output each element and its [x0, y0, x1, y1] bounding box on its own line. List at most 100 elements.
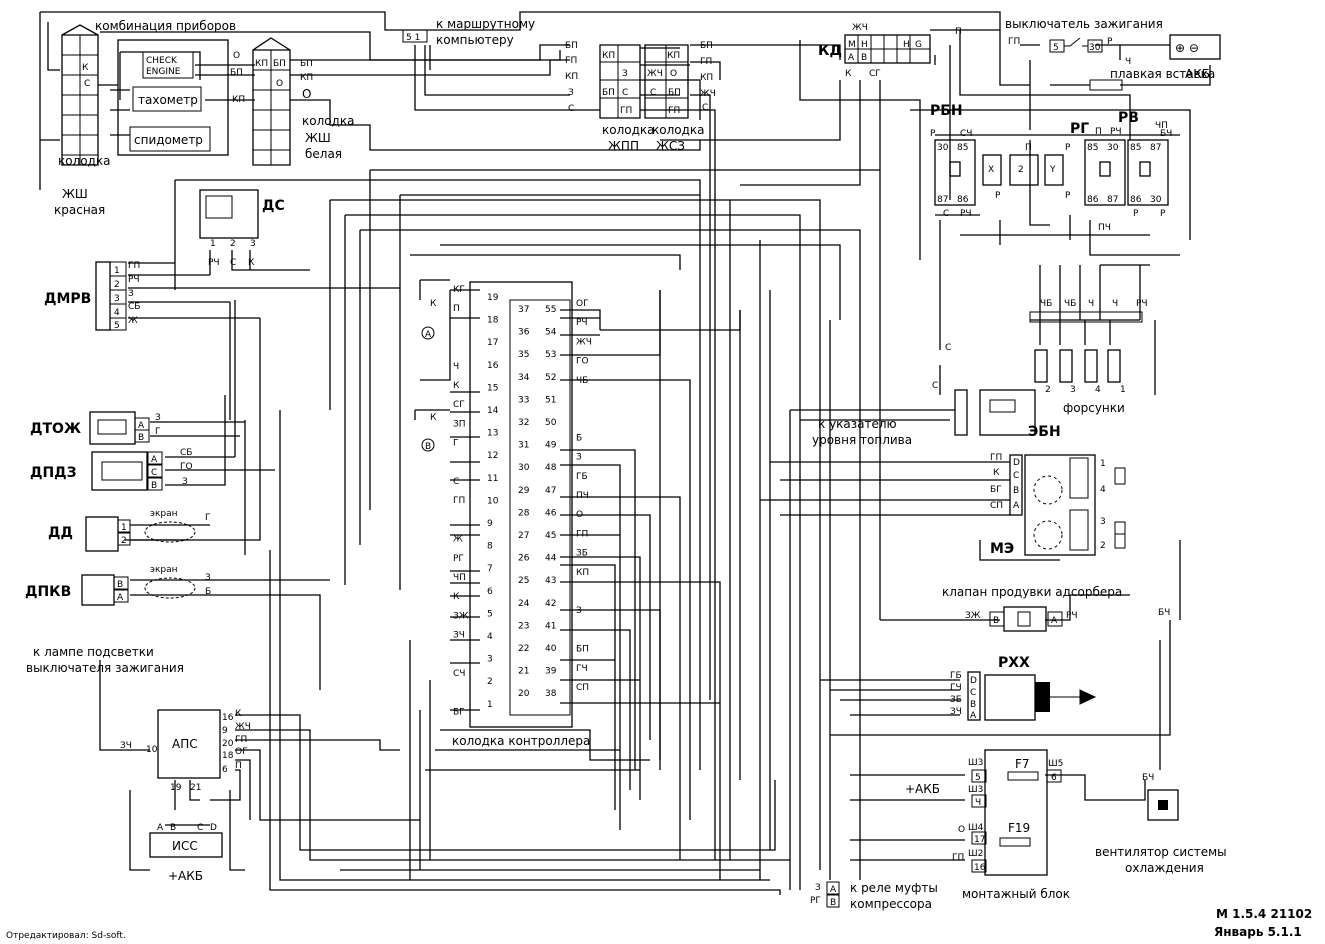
- svg-text:3: 3: [114, 294, 120, 304]
- svg-text:6: 6: [222, 765, 228, 775]
- svg-text:Ш3: Ш3: [968, 785, 983, 795]
- svg-text:5: 5: [975, 773, 981, 783]
- svg-text:2: 2: [121, 536, 127, 546]
- svg-text:1: 1: [121, 523, 127, 533]
- svg-text:В: В: [138, 433, 144, 443]
- svg-text:5: 5: [114, 321, 120, 331]
- svg-text:3: 3: [1070, 385, 1076, 395]
- controller-pin-33: 33: [518, 395, 529, 405]
- svg-text:Y: Y: [1049, 165, 1056, 175]
- svg-text:Р: Р: [1065, 143, 1071, 153]
- svg-text:ОГ: ОГ: [235, 747, 248, 757]
- check-engine-text-1: CHECK: [146, 56, 178, 66]
- svg-text:В: В: [151, 481, 157, 491]
- controller-pin-31: 31: [518, 441, 529, 451]
- svg-text:РЧ: РЧ: [1110, 127, 1122, 137]
- controller-pin-3: 3: [487, 655, 493, 665]
- svg-text:2: 2: [1018, 165, 1024, 175]
- controller-pin-16: 16: [487, 361, 499, 371]
- trip-computer-label-2: компьютеру: [436, 33, 514, 47]
- controller-pin-47: 47: [545, 486, 556, 496]
- svg-text:В: В: [117, 580, 123, 590]
- svg-text:5 1: 5 1: [406, 33, 420, 43]
- svg-text:В: В: [425, 442, 431, 452]
- trip-computer-label-1: к маршрутному: [436, 17, 535, 31]
- speedometer-label: спидометр: [134, 133, 203, 147]
- svg-text:КП: КП: [255, 59, 268, 69]
- controller-wire-right-2: ЖЧ: [576, 337, 592, 347]
- svg-text:БП: БП: [230, 68, 243, 78]
- cooling-fan: БЧ вентилятор системы охлаждения: [1095, 773, 1227, 875]
- svg-text:ГП: ГП: [668, 106, 680, 116]
- svg-text:А: А: [970, 711, 977, 721]
- battery-label: АКБ: [1185, 67, 1210, 81]
- fuse-block-akb-label: +АКБ: [905, 782, 940, 796]
- svg-text:18: 18: [222, 751, 234, 761]
- controller-pin-2: 2: [487, 677, 493, 687]
- fuse-f19: [999, 837, 1031, 847]
- svg-text:БП: БП: [602, 88, 615, 98]
- controller-wire-left-22: БГ: [453, 707, 465, 717]
- svg-text:ГЧ: ГЧ: [950, 683, 962, 693]
- svg-text:Б: Б: [205, 587, 211, 597]
- controller-pin-36: 36: [518, 328, 530, 338]
- controller-pin-35: 35: [518, 350, 529, 360]
- controller-wire-right-16: З: [576, 606, 582, 616]
- controller-pin-45: 45: [545, 531, 556, 541]
- svg-text:З: З: [182, 477, 188, 487]
- fuse-2: [1009, 154, 1039, 186]
- svg-text:В: В: [170, 823, 176, 833]
- svg-text:30: 30: [1089, 43, 1101, 53]
- svg-text:17: 17: [974, 835, 985, 845]
- controller-pin-18: 18: [487, 316, 499, 326]
- wire-network: [39, 11, 1211, 895]
- svg-text:1: 1: [1100, 459, 1106, 469]
- controller-pin-54: 54: [545, 328, 557, 338]
- sensor-dtozh: ДТОЖ АВ ЗГ: [30, 411, 161, 445]
- tachometer-label: тахометр: [138, 93, 198, 107]
- battery: [1169, 34, 1221, 60]
- controller-wire-left-18: ЗЧ: [453, 631, 465, 641]
- controller-wire-right-7: Б: [576, 433, 582, 443]
- svg-text:Ч: Ч: [975, 798, 981, 808]
- sensor-dpdz-label: ДПДЗ: [30, 465, 77, 481]
- svg-text:1: 1: [114, 266, 120, 276]
- svg-text:С: С: [945, 343, 951, 353]
- svg-text:А: А: [848, 53, 855, 63]
- svg-text:6: 6: [1051, 773, 1057, 783]
- zhsz-connector: КП ЖЧ О С БП ГП колодка ЖСЗ: [644, 44, 705, 153]
- svg-text:⊕ ⊖: ⊕ ⊖: [1175, 41, 1199, 55]
- controller-pin-28: 28: [518, 508, 530, 518]
- svg-text:О: О: [276, 79, 283, 89]
- svg-text:БГ: БГ: [990, 485, 1002, 495]
- svg-text:30: 30: [1107, 143, 1119, 153]
- svg-text:85: 85: [957, 143, 968, 153]
- injectors-label: форсунки: [1063, 401, 1125, 415]
- svg-text:30: 30: [937, 143, 949, 153]
- fuse-f7: [1007, 771, 1039, 781]
- controller-wire-right-4: ЧБ: [576, 376, 588, 386]
- controller-wire-right-12: ГП: [576, 529, 588, 539]
- svg-text:D: D: [210, 823, 217, 833]
- controller-pin-4: 4: [487, 632, 493, 642]
- controller-pin-8: 8: [487, 542, 493, 552]
- controller-wire-right-0: ОГ: [576, 299, 589, 309]
- svg-text:СБ: СБ: [128, 302, 140, 312]
- controller-wire-right-20: СП: [576, 683, 589, 693]
- controller-pin-37: 37: [518, 305, 529, 315]
- svg-text:К: К: [430, 299, 437, 309]
- sensor-dpkv-label: ДПКВ: [25, 584, 71, 600]
- svg-text:Ч: Ч: [1112, 299, 1118, 309]
- svg-text:С: С: [622, 88, 628, 98]
- controller-pin-5: 5: [487, 609, 493, 619]
- svg-text:О: О: [233, 51, 240, 61]
- svg-text:G: G: [915, 40, 922, 50]
- svg-text:10: 10: [146, 745, 158, 755]
- fuse-link-label: плавкая вставка: [1110, 67, 1215, 81]
